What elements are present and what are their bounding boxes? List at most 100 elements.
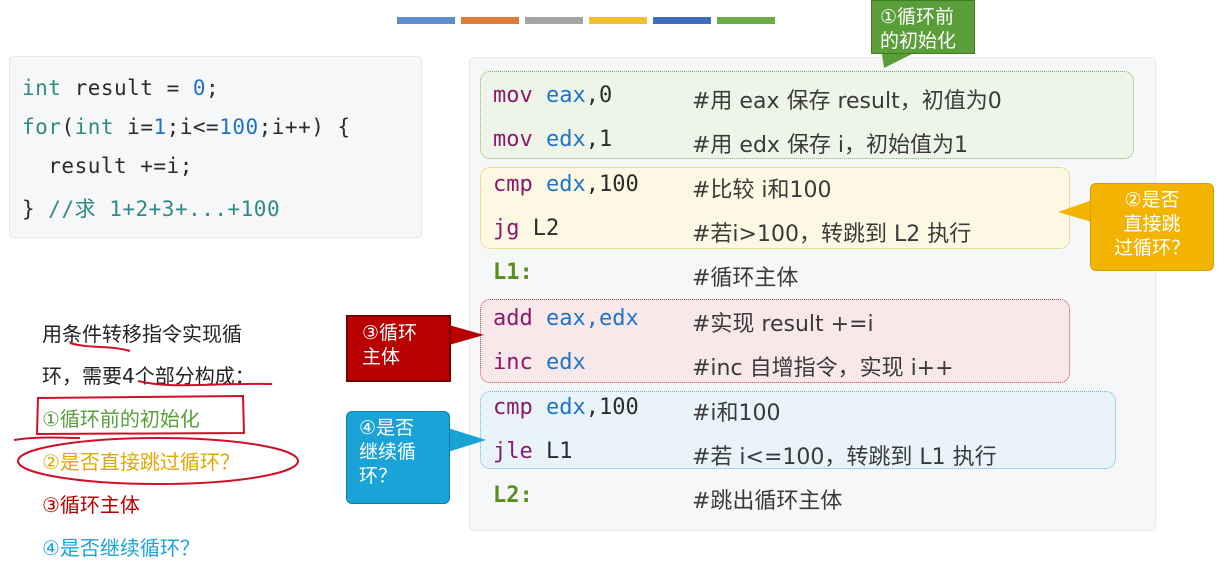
callout-continue: ④是否 继续循 环？ xyxy=(346,411,450,504)
callout-pointer-init xyxy=(882,54,912,68)
asm-instruction: mov edx,1 xyxy=(493,127,612,152)
asm-instruction: cmp edx,100 xyxy=(493,172,639,197)
callout-body-line-1: ③循环 xyxy=(362,322,418,344)
slide-color-bar xyxy=(397,17,775,24)
callout-body: ③循环 主体 xyxy=(346,315,451,382)
code-line-4: } //求 1+2+3+...+100 xyxy=(22,193,280,223)
code-text: result = xyxy=(61,76,193,100)
asm-comment: #比较 i和100 xyxy=(692,178,832,203)
pen-underline-2 xyxy=(137,380,273,387)
pen-circle-init xyxy=(35,394,246,436)
pen-circle-skip xyxy=(17,437,299,485)
callout-skip: ②是否 直接跳 过循环？ xyxy=(1090,183,1214,271)
asm-comment: #实现 result +=i xyxy=(692,312,874,337)
asm-comment: #用 eax 保存 result，初值为0 xyxy=(692,89,1002,114)
asm-comment: #inc 自增指令，实现 i++ xyxy=(692,356,954,381)
explain-item-init: ①循环前的初始化 xyxy=(42,407,200,431)
asm-operand: L1 xyxy=(532,439,573,464)
explain-line-1: 用条件转移指令实现循 xyxy=(42,322,242,346)
code-line-3: result +=i; xyxy=(22,154,193,178)
asm-register: edx xyxy=(546,350,586,375)
asm-comment: #若i>100，转跳到 L2 执行 xyxy=(692,222,972,247)
asm-opcode: jg xyxy=(493,216,520,241)
code-text: ; xyxy=(206,76,220,100)
asm-register: edx xyxy=(546,127,586,152)
pen-underline-1 xyxy=(69,342,131,352)
callout-init-line-2: 的初始化 xyxy=(880,30,957,52)
asm-label: L1: xyxy=(493,260,533,285)
callout-pointer-continue xyxy=(448,428,486,452)
asm-opcode: jle xyxy=(493,439,533,464)
asm-label-row: L2: xyxy=(493,483,533,508)
asm-register: eax,edx xyxy=(546,306,639,331)
color-segment-1 xyxy=(397,17,455,24)
code-comment: //求 1+2+3+...+100 xyxy=(48,197,281,221)
asm-label: L2: xyxy=(493,483,533,508)
asm-operand: ,100 xyxy=(585,172,639,197)
asm-operand: ,1 xyxy=(585,127,613,152)
asm-instruction: jg L2 xyxy=(493,216,559,241)
asm-comment: #i和100 xyxy=(692,401,781,426)
asm-opcode: add xyxy=(493,306,533,331)
asm-instruction: mov eax,0 xyxy=(493,83,612,108)
group-init xyxy=(480,71,1134,159)
callout-pointer-body xyxy=(449,325,484,345)
asm-opcode: cmp xyxy=(493,172,533,197)
asm-comment: #跳出循环主体 xyxy=(692,489,843,514)
callout-continue-line-2: 继续循 xyxy=(359,441,417,463)
callout-skip-line-3: 过循环？ xyxy=(1113,237,1190,259)
asm-operand: ,0 xyxy=(585,83,613,108)
color-segment-3 xyxy=(525,17,583,24)
code-text: } xyxy=(22,197,49,221)
code-keyword: int xyxy=(74,115,115,139)
explain-item-skip: ②是否直接跳过循环？ xyxy=(42,450,240,474)
asm-register: eax xyxy=(546,83,586,108)
asm-operand: L2 xyxy=(519,216,560,241)
asm-label-row: L1: xyxy=(493,260,533,285)
callout-body-line-2: 主体 xyxy=(362,346,401,368)
asm-register: edx xyxy=(546,172,586,197)
code-text: ;i++) { xyxy=(258,115,351,139)
code-text: i= xyxy=(114,115,154,139)
asm-opcode: mov xyxy=(493,127,533,152)
explain-item-body: ③循环主体 xyxy=(42,493,140,517)
asm-comment: #用 edx 保存 i，初始值为1 xyxy=(692,133,969,158)
asm-register: edx xyxy=(546,395,586,420)
code-keyword: int xyxy=(22,76,62,100)
code-line-2: for(int i=1;i<=100;i++) { xyxy=(22,115,351,139)
callout-continue-line-3: 环？ xyxy=(359,465,398,487)
code-number: 1 xyxy=(153,115,167,139)
color-segment-2 xyxy=(461,17,519,24)
asm-opcode: cmp xyxy=(493,395,533,420)
group-body xyxy=(480,299,1070,383)
asm-instruction: cmp edx,100 xyxy=(493,395,639,420)
group-continue xyxy=(480,391,1116,469)
asm-opcode: inc xyxy=(493,350,533,375)
asm-opcode: mov xyxy=(493,83,533,108)
code-text: ;i<= xyxy=(166,115,220,139)
color-segment-6 xyxy=(717,17,775,24)
explain-item-continue: ④是否继续循环？ xyxy=(42,536,200,560)
callout-skip-line-2: 直接跳 xyxy=(1123,213,1181,235)
asm-operand: ,100 xyxy=(585,395,639,420)
callout-pointer-skip xyxy=(1058,200,1092,222)
callout-skip-line-1: ②是否 xyxy=(1124,189,1180,211)
asm-instruction: jle L1 xyxy=(493,439,573,464)
color-segment-4 xyxy=(589,17,647,24)
code-line-1: int result = 0; xyxy=(22,76,219,100)
code-text: ( xyxy=(61,115,75,139)
group-skip xyxy=(480,167,1070,249)
c-code-panel xyxy=(9,56,422,238)
callout-continue-line-1: ④是否 xyxy=(359,417,415,439)
code-number: 100 xyxy=(219,115,259,139)
callout-init: ①循环前 的初始化 xyxy=(871,0,975,54)
color-segment-5 xyxy=(653,17,711,24)
asm-instruction: add eax,edx xyxy=(493,306,639,331)
code-keyword: for xyxy=(22,115,62,139)
asm-comment: #循环主体 xyxy=(692,266,799,291)
pen-stroke xyxy=(13,436,81,441)
callout-init-line-1: ①循环前 xyxy=(880,6,955,28)
asm-comment: #若 i<=100，转跳到 L1 执行 xyxy=(692,445,997,470)
asm-instruction: inc edx xyxy=(493,350,586,375)
